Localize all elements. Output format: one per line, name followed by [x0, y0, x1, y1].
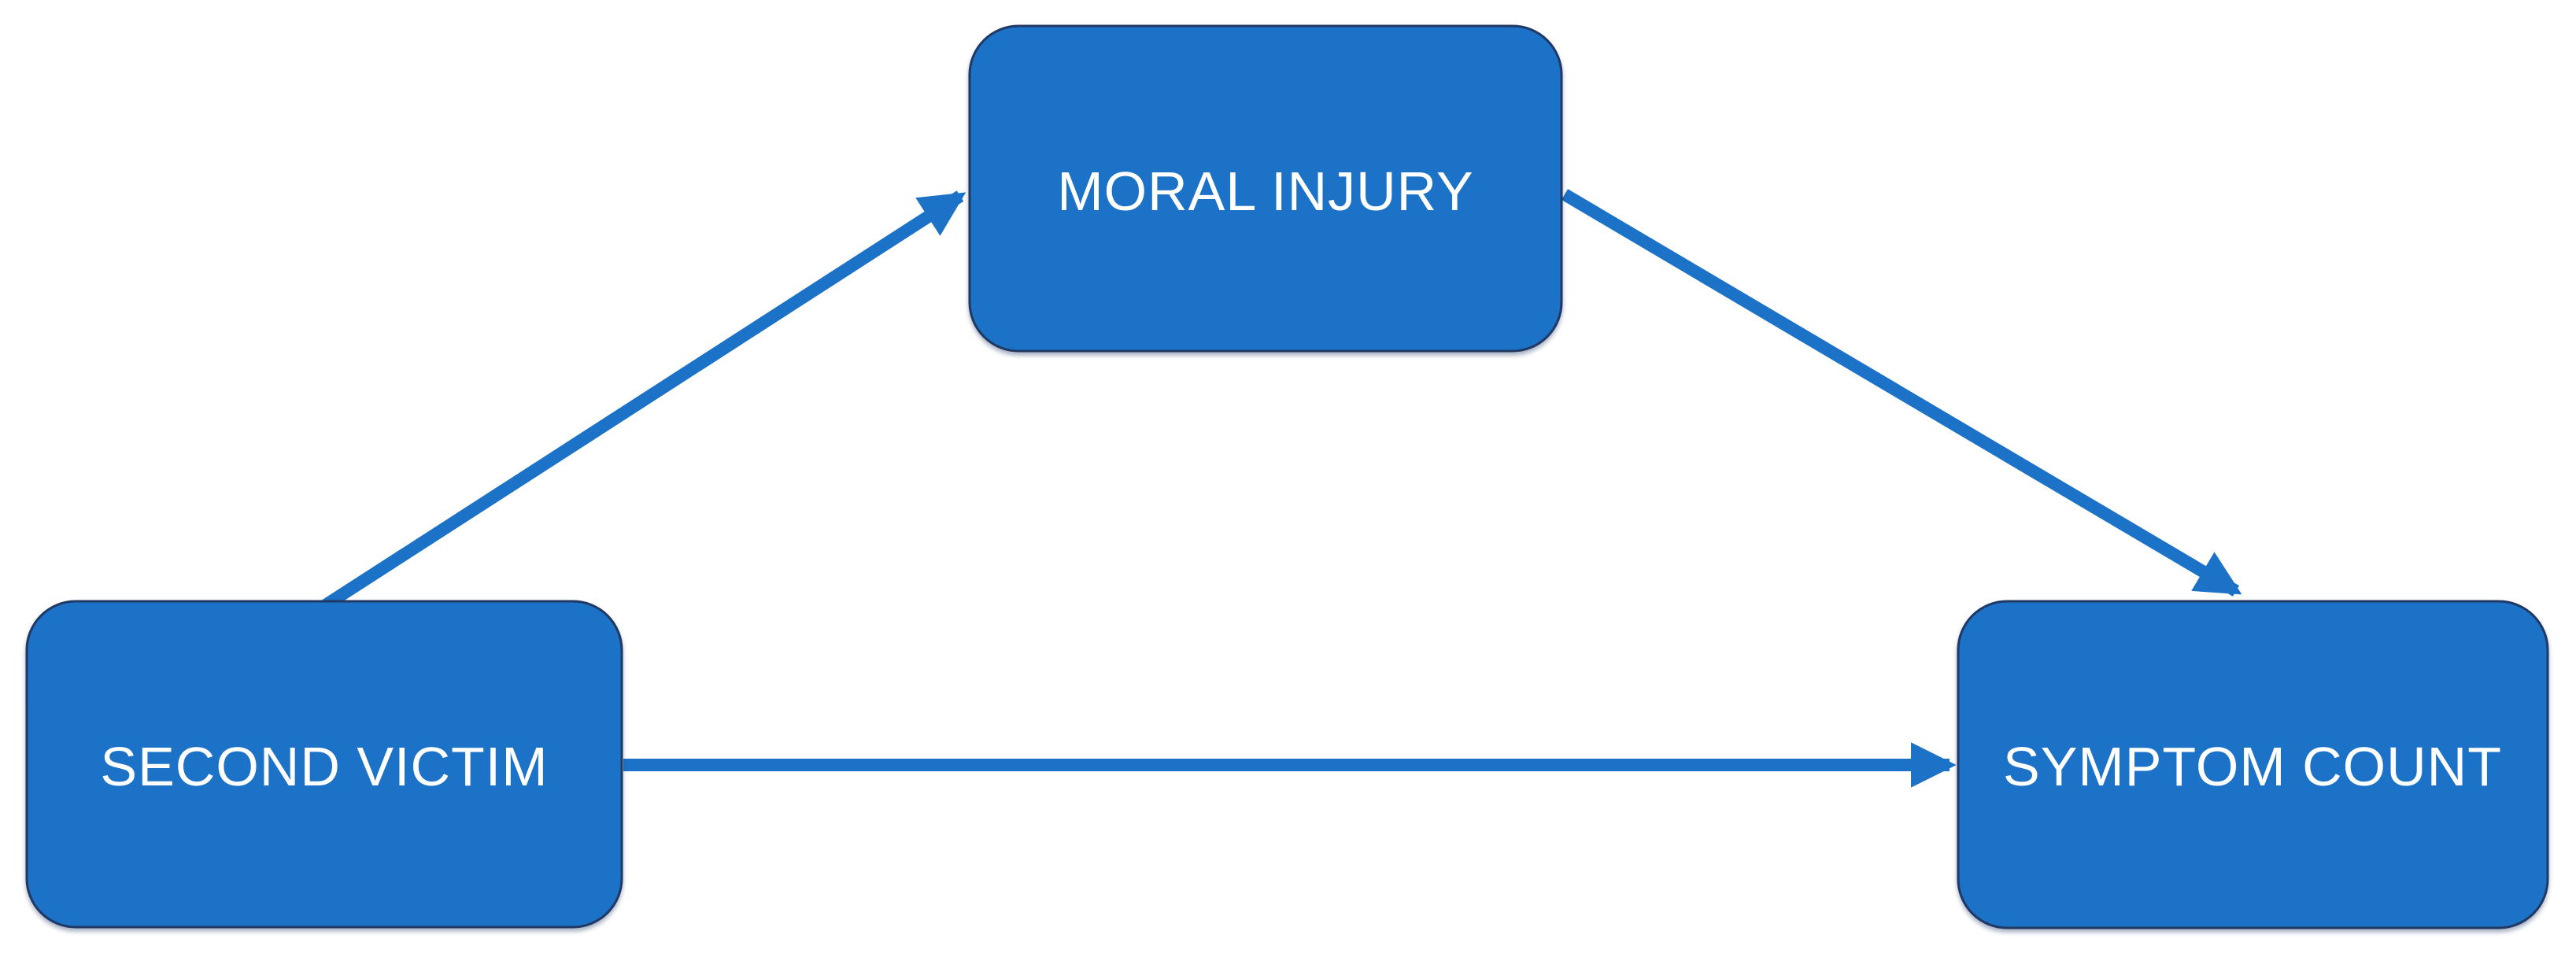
node-moral-injury: MORAL INJURY [968, 24, 1563, 353]
edge-second-victim-to-moral-injury [320, 190, 966, 612]
node-moral-injury-box [968, 24, 1563, 353]
node-moral-injury-label: MORAL INJURY [1057, 161, 1473, 222]
node-symptom-count-label: SYMPTOM COUNT [2003, 736, 2502, 797]
node-second-victim-box [25, 600, 623, 929]
edge-moral-injury-to-symptom-count [1561, 189, 2242, 597]
node-symptom-count-box [1957, 600, 2549, 929]
node-second-victim-label: SECOND VICTIM [100, 736, 548, 797]
node-second-victim: SECOND VICTIM [25, 600, 623, 929]
node-symptom-count: SYMPTOM COUNT [1957, 600, 2549, 929]
